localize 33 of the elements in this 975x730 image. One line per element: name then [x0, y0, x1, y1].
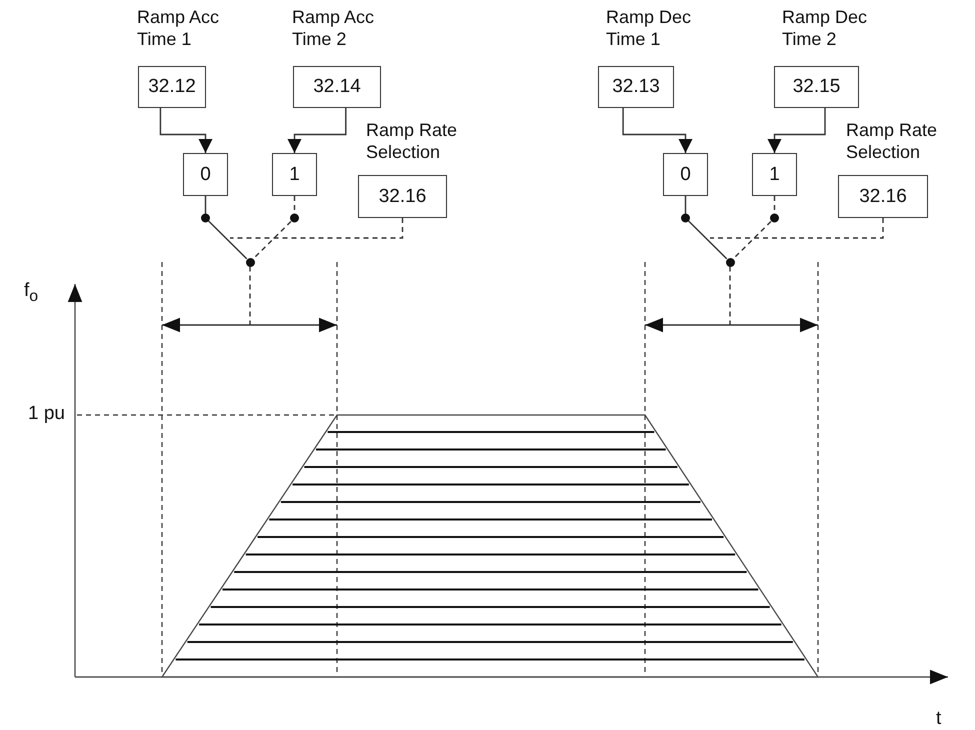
switch-input-box: 0: [183, 153, 228, 196]
parameter-name: Ramp Dec Time 1: [606, 6, 692, 50]
axis-label: t: [936, 708, 942, 730]
parameter-name: Ramp Acc Time 2: [292, 6, 376, 50]
parameter-box: 32.12: [138, 66, 206, 108]
connector: [230, 218, 404, 239]
connector: [622, 108, 692, 153]
connector: [204, 196, 248, 260]
connector: [288, 108, 346, 153]
parameter-box: 32.15: [774, 66, 859, 108]
switch-input-box: 0: [663, 153, 708, 196]
parameter-name: Ramp Rate Selection: [846, 119, 938, 163]
connector: [160, 108, 212, 153]
connector: [729, 266, 731, 325]
connector: [732, 196, 776, 260]
connector: [249, 266, 251, 325]
connector: [768, 108, 826, 153]
switch-input-box: 1: [752, 153, 797, 196]
junction-dot: [726, 258, 734, 266]
axis-label: f$_{o}$: [24, 280, 38, 306]
junction-dot: [246, 258, 254, 266]
parameter-name: Ramp Dec Time 2: [782, 6, 868, 50]
parameter-name: Ramp Rate Selection: [366, 119, 458, 163]
parameter-box: 32.14: [293, 66, 381, 108]
parameter-name: Ramp Acc Time 1: [137, 6, 220, 50]
connector: [684, 196, 728, 260]
parameter-box: 32.16: [358, 175, 447, 218]
connector: [252, 196, 296, 260]
parameter-box: 32.13: [598, 66, 674, 108]
parameter-box: 32.16: [838, 175, 928, 218]
switch-input-box: 1: [272, 153, 317, 196]
tick-label: 1 pu: [28, 403, 65, 425]
connector: [710, 218, 884, 239]
